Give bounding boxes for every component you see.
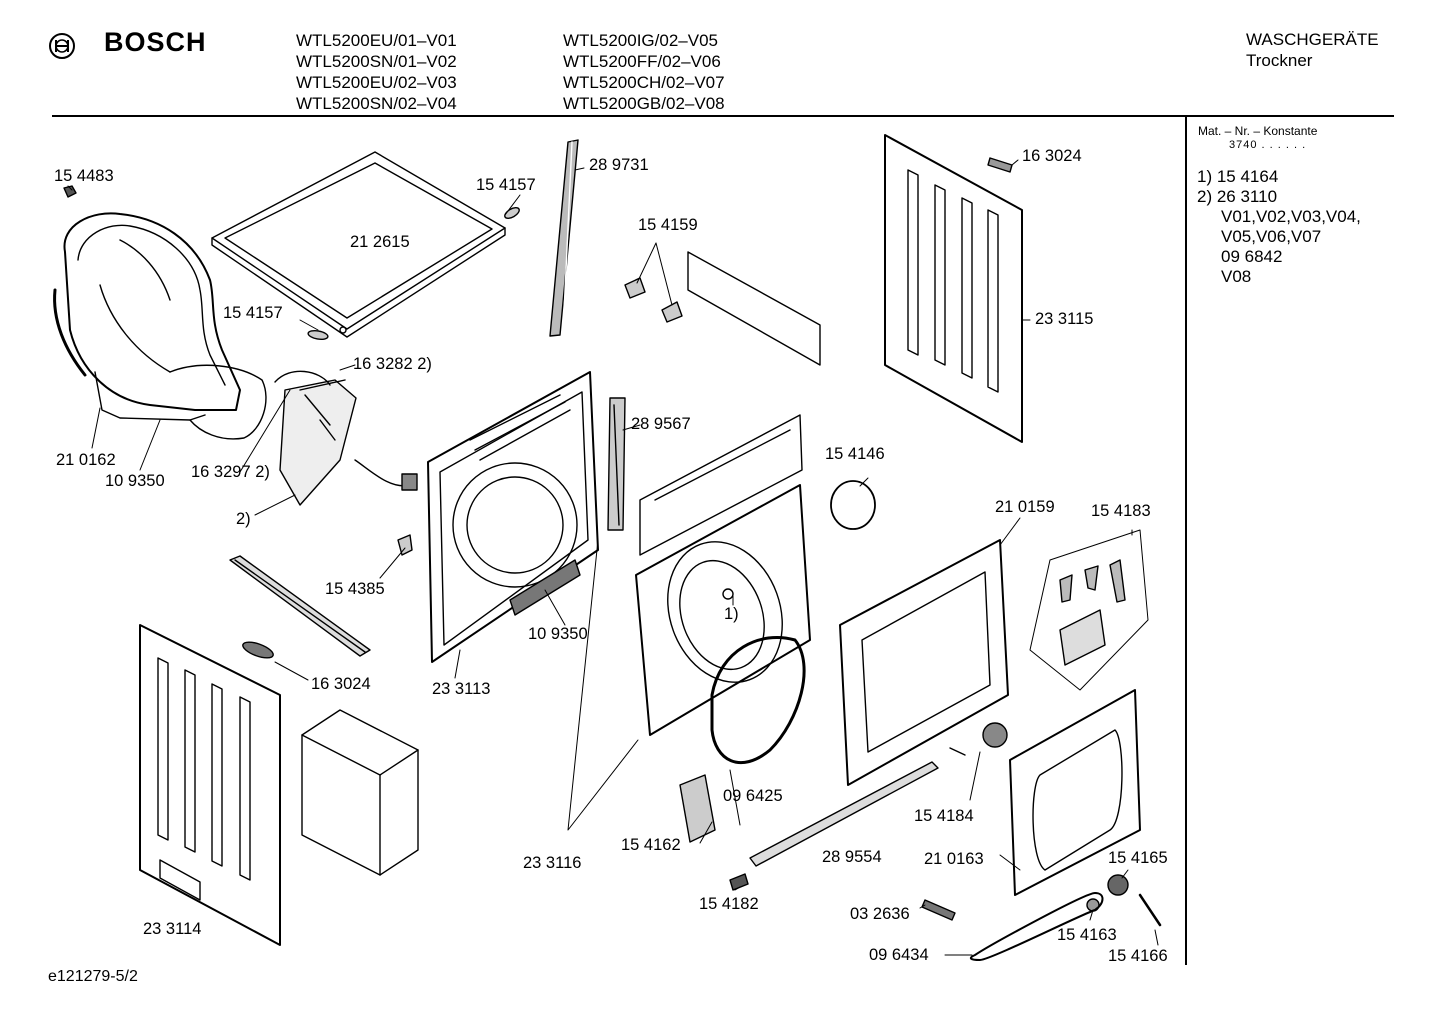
part-label: 28 9731 xyxy=(589,156,649,174)
category-title: WASCHGERÄTE xyxy=(1246,30,1379,49)
part-label: 23 3113 xyxy=(432,680,491,698)
model-number: WTL5200CH/02–V07 xyxy=(563,73,725,92)
door-gasket xyxy=(710,635,806,764)
side-panel-right xyxy=(884,134,1023,443)
note-line: V05,V06,V07 xyxy=(1221,227,1322,246)
part-label: 28 9567 xyxy=(631,415,691,433)
category-subtitle: Trockner xyxy=(1246,51,1313,70)
part-label: 23 3114 xyxy=(143,920,202,938)
model-number: WTL5200GB/02–V08 xyxy=(563,94,725,113)
control-module xyxy=(274,370,418,506)
model-number: WTL5200SN/02–V04 xyxy=(296,94,457,113)
mounting-plate xyxy=(624,251,821,366)
part-label: 09 6425 xyxy=(723,787,783,805)
bosch-logo-icon xyxy=(49,33,75,59)
cap-part xyxy=(987,157,1013,173)
header-divider xyxy=(52,115,1394,117)
model-number: WTL5200SN/01–V02 xyxy=(296,52,457,71)
note-line: V01,V02,V03,V04, xyxy=(1221,207,1361,226)
model-number: WTL5200FF/02–V06 xyxy=(563,52,721,71)
model-list-2: WTL5200IG/02–V05 WTL5200FF/02–V06 WTL520… xyxy=(563,30,725,114)
top-cover-panel xyxy=(211,151,506,338)
part-label: 15 4163 xyxy=(1057,926,1117,944)
lamp-cover xyxy=(830,480,876,530)
front-panel xyxy=(839,539,1009,786)
part-label: 15 4146 xyxy=(825,445,885,463)
part-label: 28 9554 xyxy=(822,848,882,866)
part-label: 10 9350 xyxy=(105,472,165,490)
model-number: WTL5200IG/02–V05 xyxy=(563,31,718,50)
part-label: 15 4182 xyxy=(699,895,759,913)
cross-rail xyxy=(229,555,371,659)
part-label: 15 4183 xyxy=(1091,502,1151,520)
note-line: 09 6842 xyxy=(1221,247,1283,266)
bottom-rail xyxy=(729,761,939,891)
model-number: WTL5200EU/02–V03 xyxy=(296,73,457,92)
part-label: 15 4166 xyxy=(1108,947,1168,965)
part-label: 23 3115 xyxy=(1035,310,1094,328)
part-label: 1) xyxy=(724,605,739,623)
part-label: 21 0162 xyxy=(56,451,116,469)
part-label: 15 4385 xyxy=(325,580,385,598)
part-label: 16 3297 2) xyxy=(191,463,270,481)
door-hardware-set xyxy=(1029,529,1149,691)
sidebar-title: Mat. – Nr. – Konstante xyxy=(1198,124,1318,138)
note-line: 1) 15 4164 xyxy=(1197,167,1279,186)
drawing-id: e121279-5/2 xyxy=(48,968,138,985)
part-label: 15 4157 xyxy=(223,304,283,322)
part-label: 21 2615 xyxy=(350,233,410,251)
part-label: 16 3024 xyxy=(311,675,371,693)
clip-part xyxy=(307,207,520,341)
part-label: 16 3282 2) xyxy=(353,355,432,373)
part-label: 21 0159 xyxy=(995,498,1055,516)
filter-box xyxy=(301,709,419,876)
rear-air-duct xyxy=(53,212,267,440)
brand-name: BOSCH xyxy=(104,27,207,57)
part-label: 15 4483 xyxy=(54,167,114,185)
note-line: V08 xyxy=(1221,267,1252,286)
part-label: 15 4184 xyxy=(914,807,974,825)
door-hinge-strip xyxy=(607,397,626,531)
door-assembly xyxy=(949,689,1141,896)
vertical-rail xyxy=(549,139,579,337)
sidebar-notes: 1) 15 4164 2) 26 3110 V01,V02,V03,V04, V… xyxy=(1197,167,1361,287)
part-label: 16 3024 xyxy=(1022,147,1082,165)
sidebar-constant: 3740 . . . . . . xyxy=(1229,139,1307,151)
model-list-1: WTL5200EU/01–V01 WTL5200SN/01–V02 WTL520… xyxy=(296,30,457,114)
small-bracket xyxy=(397,534,413,556)
part-label: 03 2636 xyxy=(850,905,910,923)
part-label: 10 9350 xyxy=(528,625,588,643)
door-switch xyxy=(679,774,716,843)
part-label: 2) xyxy=(236,510,251,528)
part-label: 21 0163 xyxy=(924,850,984,868)
part-label: 15 4162 xyxy=(621,836,681,854)
part-label: 15 4165 xyxy=(1108,849,1168,867)
front-frame xyxy=(635,414,811,736)
part-label: 23 3116 xyxy=(523,854,582,872)
note-line: 2) 26 3110 xyxy=(1197,187,1278,206)
model-number: WTL5200EU/01–V01 xyxy=(296,31,457,50)
rear-panel xyxy=(427,371,599,663)
sidebar-divider xyxy=(1185,117,1187,965)
part-label: 15 4157 xyxy=(476,176,536,194)
part-label: 09 6434 xyxy=(869,946,929,964)
side-panel-left xyxy=(139,624,281,946)
part-label: 15 4159 xyxy=(638,216,698,234)
leader-lines xyxy=(67,159,1159,956)
